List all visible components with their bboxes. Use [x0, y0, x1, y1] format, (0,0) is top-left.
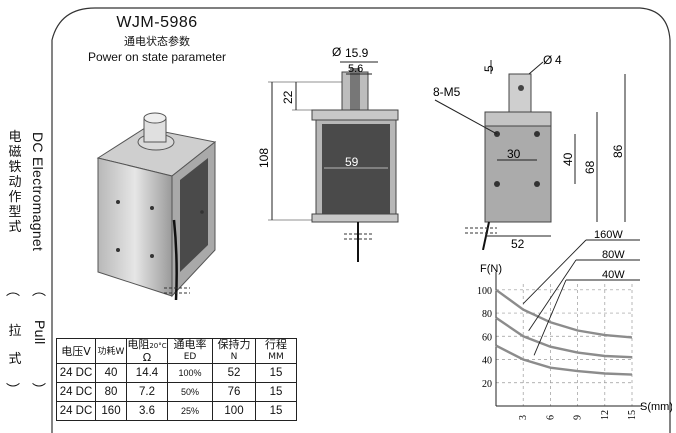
cell-stroke: 15 [255, 363, 297, 383]
chart-legend-label: 80W [602, 249, 625, 261]
table-row: 24 DC 80 7.2 50% 76 15 [56, 382, 297, 402]
pin-diameter-value: 4 [555, 53, 562, 67]
shaft-diameter-symbol: Ø [332, 45, 341, 59]
chart-series-line [495, 344, 633, 376]
subtitle-chinese: 通电状态参数 [124, 35, 190, 48]
chart-y-tick-label: 20 [482, 379, 492, 390]
cell-stroke: 15 [255, 382, 297, 402]
cell-holding-force: 100 [212, 401, 256, 421]
chart-x-tick-label: 15 [627, 410, 638, 420]
cell-voltage: 24 DC [56, 382, 96, 402]
chart-y-tick-label: 60 [482, 332, 492, 343]
cell-holding-force: 52 [212, 363, 256, 383]
table-row: 24 DC 160 3.6 25% 100 15 [56, 401, 297, 421]
type-label-chinese: 电磁铁动作型式 [8, 130, 22, 235]
cell-power: 40 [95, 363, 127, 383]
hole-spacing-vertical: 40 [561, 152, 575, 166]
cell-voltage: 24 DC [56, 363, 96, 383]
pin-diameter-symbol: Ø [543, 53, 552, 67]
side-width-value: 52 [511, 237, 525, 250]
chart-x-tick-label: 3 [518, 415, 529, 420]
chart-x-tick-label: 12 [600, 410, 611, 420]
chart-x-axis-label: S(mm) [640, 401, 672, 413]
shaft-diameter-value: 15.9 [345, 46, 369, 60]
side-height-b: 86 [611, 144, 625, 158]
cell-duty-cycle: 100% [167, 363, 213, 383]
cell-power: 160 [95, 401, 127, 421]
force-stroke-chart: 20 40 60 80 100 3 6 9 12 15 F(N) S(mm) 160W 80W 40W [477, 229, 672, 420]
model-number: WJM-5986 [116, 14, 198, 31]
cell-power: 80 [95, 382, 127, 402]
paren-open-en: ︵ [32, 282, 46, 298]
top-height-value: 22 [281, 90, 295, 104]
chart-legend-leader [528, 259, 577, 331]
pull-label-chinese: 拉式 [8, 324, 22, 367]
side-height-a: 68 [583, 160, 597, 174]
cell-duty-cycle: 25% [167, 401, 213, 421]
chart-legend-label: 40W [602, 269, 625, 281]
cell-resistance: 7.2 [126, 382, 168, 402]
body-width-value: 59 [345, 155, 359, 169]
paren-open-cn: ︵ [6, 282, 20, 298]
header-voltage: 电压V [56, 338, 96, 364]
mount-holes-label: 8-M5 [433, 85, 461, 99]
chart-y-tick-label: 40 [482, 356, 492, 367]
chart-legend-label: 160W [594, 229, 623, 241]
title-block: WJM-5986 通电状态参数 Power on state parameter [62, 14, 252, 64]
cell-resistance: 3.6 [126, 401, 168, 421]
chart-legend-leader [533, 279, 567, 356]
paren-close-cn: ︶ [6, 382, 20, 398]
side-view-drawing: 8-M5 30 40 68 86 52 5 Ø 4 [433, 53, 626, 250]
chart-series-line [495, 316, 633, 359]
cell-resistance: 14.4 [126, 363, 168, 383]
chart-series-line [495, 288, 633, 339]
paren-close-en: ︶ [32, 382, 46, 398]
chart-y-axis-label: F(N) [480, 263, 502, 275]
pin-offset-value: 5 [482, 65, 496, 72]
chart-legend-leader [522, 239, 587, 304]
cell-duty-cycle: 50% [167, 382, 213, 402]
side-label-column: 电磁铁动作型式 DC Electromagnet ︵ ︵ 拉式 Pull ︶ ︶ [2, 130, 52, 420]
pull-label-english: Pull [32, 320, 48, 345]
cell-holding-force: 76 [212, 382, 256, 402]
cell-stroke: 15 [255, 401, 297, 421]
chart-y-tick-label: 80 [482, 309, 492, 320]
body-height-value: 108 [257, 148, 271, 168]
shaft-width-value: 5.6 [348, 63, 363, 75]
subtitle-english: Power on state parameter [87, 50, 227, 64]
solenoid-3d-illustration [96, 112, 217, 301]
table-row: 24 DC 40 14.4 100% 52 15 [56, 363, 297, 383]
front-view-drawing: Ø 15.9 5.6 22 108 59 [257, 45, 399, 262]
cell-voltage: 24 DC [56, 401, 96, 421]
chart-x-tick-label: 9 [573, 415, 584, 420]
header-power: 功耗W [95, 338, 127, 364]
type-label-english: DC Electromagnet [30, 132, 46, 252]
chart-x-tick-label: 6 [545, 415, 556, 420]
hole-spacing-horizontal: 30 [507, 147, 521, 161]
chart-y-tick-label: 100 [477, 286, 492, 297]
